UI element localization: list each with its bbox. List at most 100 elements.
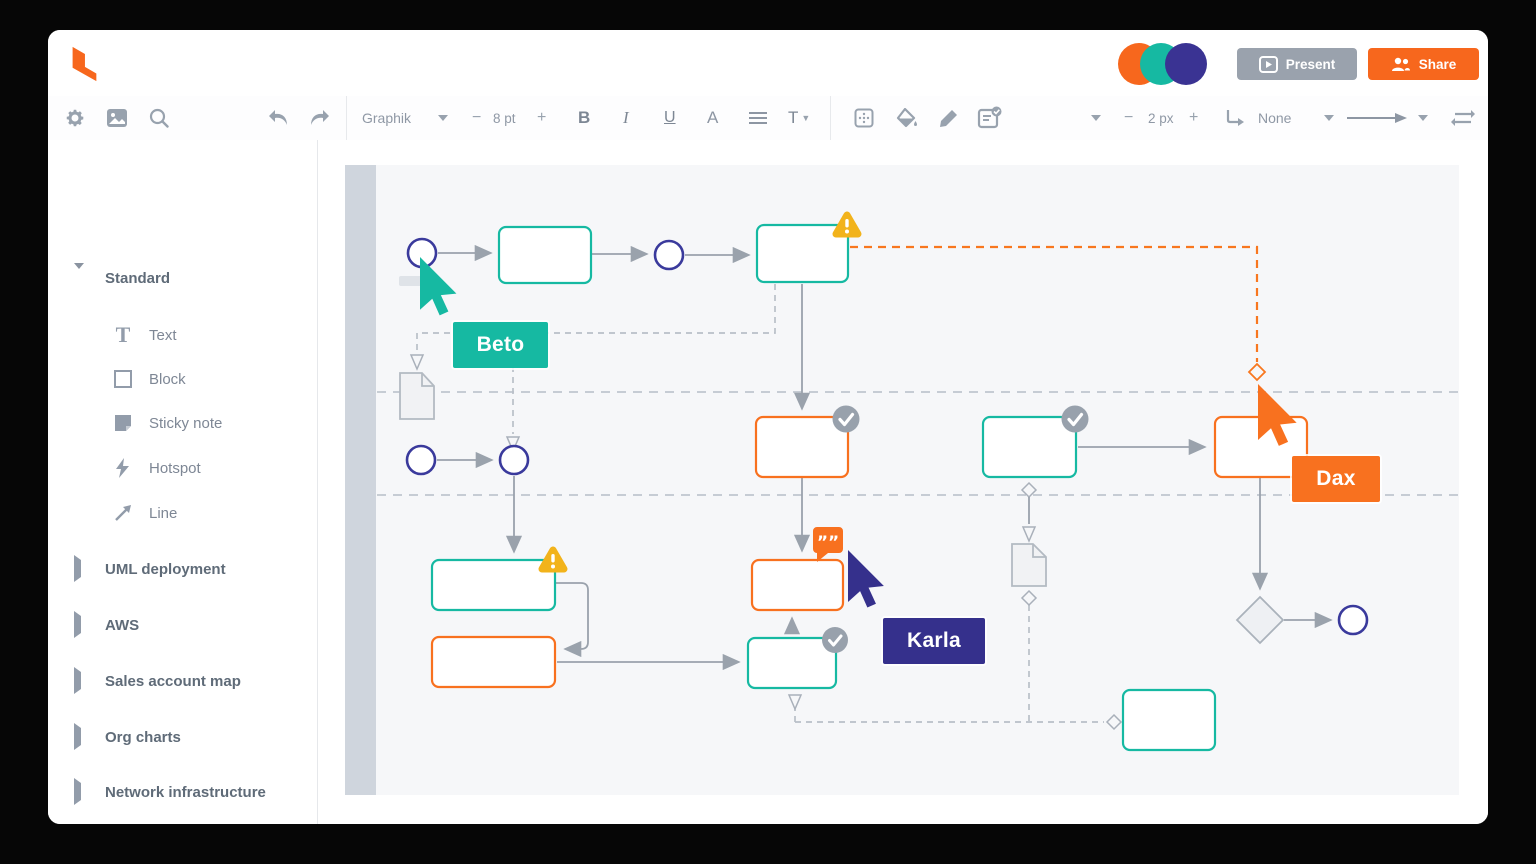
lucidchart-logo — [72, 46, 97, 82]
open-diamond-endpoint — [1020, 589, 1038, 607]
task-shape-orange-done[interactable] — [754, 415, 850, 479]
font-family-select[interactable]: Graphik — [362, 110, 412, 126]
redo-icon[interactable] — [303, 101, 337, 135]
text-options-icon[interactable]: T▼ — [788, 108, 811, 127]
event-circle[interactable] — [498, 444, 530, 476]
line-arrow-icon — [110, 500, 136, 526]
sticky-note-icon — [110, 410, 136, 436]
lightning-icon — [110, 455, 136, 481]
task-shape-teal-done[interactable] — [981, 415, 1078, 479]
open-arrowhead — [409, 354, 425, 371]
present-button-label: Present — [1285, 56, 1336, 72]
swap-arrows-icon[interactable] — [1446, 101, 1480, 135]
svg-text:””: ”” — [817, 533, 839, 553]
task-shape-teal-done[interactable] — [746, 636, 838, 690]
app-window: Present Share Graphik − 8 pt — [48, 30, 1488, 824]
chevron-down-icon — [74, 263, 84, 287]
sidebar-item-hotspot[interactable]: Hotspot — [48, 454, 317, 482]
underline-button[interactable]: U — [664, 109, 676, 126]
sidebar-section-aws[interactable]: AWS — [48, 611, 317, 639]
sidebar-section-network-infrastructure[interactable]: Network infrastructure — [48, 778, 317, 806]
font-size-increase-button[interactable]: + — [537, 109, 547, 126]
shapes-gear-icon[interactable] — [58, 101, 92, 135]
open-arrowhead — [505, 436, 521, 453]
font-size-decrease-button[interactable]: − — [472, 109, 482, 126]
collaborator-avatar-indigo[interactable] — [1165, 43, 1207, 85]
pen-icon[interactable] — [932, 101, 966, 135]
task-shape-teal-warning[interactable] — [755, 223, 850, 284]
block-icon — [110, 366, 136, 392]
bold-button[interactable]: B — [578, 108, 591, 127]
solid-connectors — [437, 244, 1333, 671]
document-fold — [1032, 544, 1046, 558]
sidebar-section-org-charts[interactable]: Org charts — [48, 723, 317, 751]
task-shape-orange-comment[interactable] — [750, 558, 845, 612]
document-shape[interactable] — [1011, 543, 1047, 587]
task-shape-orange[interactable] — [430, 635, 557, 689]
document-shape[interactable] — [399, 372, 435, 420]
image-icon[interactable] — [100, 101, 134, 135]
open-diamond-endpoint-orange — [1247, 362, 1267, 382]
swimlane-header-strip[interactable] — [345, 165, 376, 795]
line-arrow-icon[interactable] — [1346, 101, 1410, 135]
sidebar-section-uml-deployment[interactable]: UML deployment — [48, 555, 317, 583]
task-shape-teal-warning[interactable] — [430, 558, 557, 612]
collaborator-label-dax: Dax — [1292, 456, 1380, 502]
flowchart-svg: ”” — [377, 211, 1459, 752]
line-color-caret[interactable] — [1091, 115, 1101, 121]
dashed-connector-orange — [850, 245, 1259, 362]
toolbar-separator — [346, 96, 347, 140]
decision-diamond[interactable] — [1235, 595, 1285, 645]
chevron-right-icon — [74, 555, 81, 582]
line-end-caret[interactable] — [1324, 115, 1334, 121]
chevron-right-icon — [74, 611, 81, 638]
start-event-circle[interactable] — [405, 444, 437, 476]
chevron-right-icon — [74, 778, 81, 805]
font-size-value[interactable]: 8 pt — [493, 110, 516, 126]
play-icon — [1258, 55, 1278, 73]
italic-button[interactable]: I — [623, 108, 629, 127]
done-badge — [822, 627, 848, 653]
done-badge — [1061, 405, 1089, 433]
zoom-icon[interactable] — [142, 101, 176, 135]
end-event-circle[interactable] — [1337, 604, 1369, 636]
arrow-style-caret[interactable] — [1418, 115, 1428, 121]
text-icon: T — [115, 322, 131, 347]
share-button-label: Share — [1418, 56, 1457, 72]
stroke-width-increase-button[interactable]: + — [1189, 109, 1199, 126]
done-badge — [832, 405, 860, 433]
beto-cursor-icon — [420, 257, 457, 316]
stroke-width-decrease-button[interactable]: − — [1124, 109, 1134, 126]
fill-color-icon[interactable] — [890, 101, 924, 135]
chevron-right-icon — [74, 667, 81, 694]
dax-cursor-icon — [1258, 384, 1297, 446]
line-end-style-select[interactable]: None — [1258, 110, 1292, 126]
sidebar-item-text[interactable]: T Text — [48, 321, 317, 349]
event-circle[interactable] — [653, 239, 685, 271]
sidebar-item-block[interactable]: Block — [48, 365, 317, 393]
notes-icon[interactable] — [973, 101, 1007, 135]
sidebar-section-standard[interactable]: Standard — [48, 263, 317, 292]
sidebar-item-sticky-note[interactable]: Sticky note — [48, 409, 317, 437]
people-icon — [1391, 57, 1410, 71]
share-button[interactable]: Share — [1368, 48, 1479, 80]
sidebar-section-sales-account-map[interactable]: Sales account map — [48, 667, 317, 695]
present-button[interactable]: Present — [1237, 48, 1357, 80]
warning-badge — [832, 211, 862, 238]
task-shape-teal[interactable] — [497, 225, 593, 285]
font-family-caret[interactable] — [438, 115, 448, 121]
text-color-button[interactable]: A — [707, 108, 719, 127]
mini-label-placeholder — [399, 276, 426, 286]
align-icon[interactable] — [741, 101, 775, 135]
warning-badge — [538, 546, 568, 573]
table-icon[interactable] — [847, 101, 881, 135]
undo-icon[interactable] — [261, 101, 295, 135]
open-arrowhead — [787, 694, 803, 711]
comment-badge[interactable]: ”” — [813, 527, 843, 562]
top-bar: Present Share — [48, 30, 1488, 97]
stroke-width-value[interactable]: 2 px — [1148, 110, 1174, 126]
sidebar-item-line[interactable]: Line — [48, 499, 317, 527]
task-shape-teal[interactable] — [1121, 688, 1217, 752]
elbow-line-icon[interactable] — [1218, 101, 1252, 135]
shape-library-panel: Standard T Text Block Sticky note Hotspo… — [48, 140, 318, 824]
